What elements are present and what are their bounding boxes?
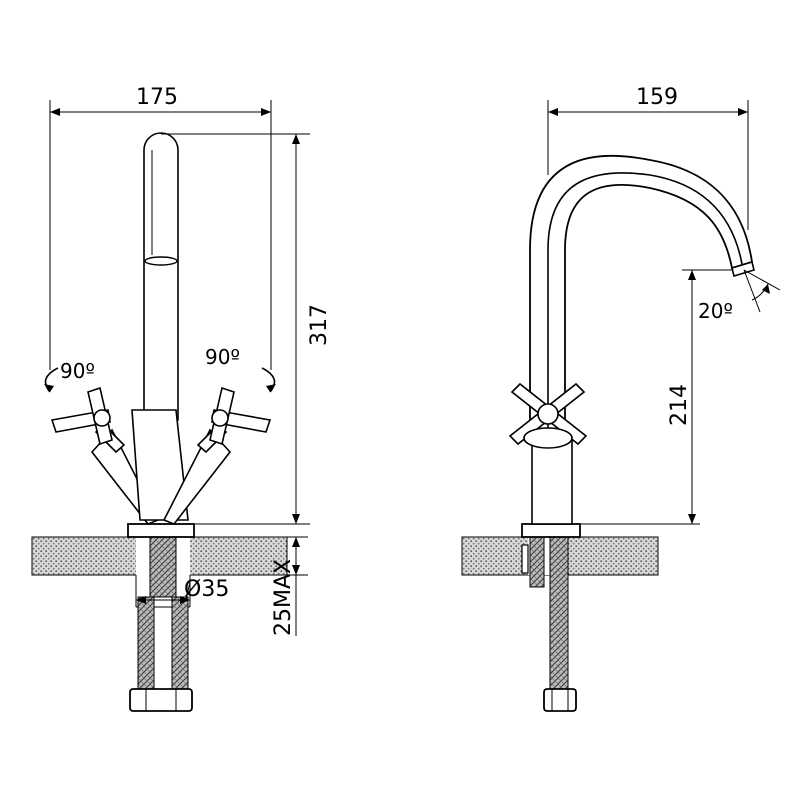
- spout-angle-label: 20º: [698, 299, 733, 323]
- spout-outlet: [731, 260, 755, 278]
- spout-angle-dimension: [743, 269, 781, 313]
- deck-dimension: [287, 536, 308, 636]
- width-dimension: [49, 100, 272, 370]
- reach-label: 159: [636, 85, 678, 110]
- side-hose-nut: [543, 688, 577, 712]
- hole-dimension: [136, 581, 191, 604]
- valve-column-side: [531, 439, 573, 525]
- hose-nut: [129, 688, 193, 712]
- deck-label: 25MAX: [271, 559, 296, 636]
- supply-hose-left: [137, 596, 155, 690]
- side-cross-handle[interactable]: [508, 382, 588, 449]
- side-shank: [529, 536, 545, 588]
- hole-label: Ø35: [184, 577, 229, 602]
- height-dimension: [161, 133, 310, 525]
- height-label: 317: [307, 304, 332, 346]
- side-supply-hose: [549, 536, 569, 690]
- side-view: 159 214 20º: [461, 85, 781, 712]
- right-rotation-label: 90º: [205, 345, 240, 369]
- spout-height-dimension: [580, 269, 732, 525]
- left-rotation-label: 90º: [60, 359, 95, 383]
- front-view: 90º 90º 175 317 25MAX: [31, 85, 332, 712]
- left-cross-handle[interactable]: [50, 386, 126, 454]
- supply-hose-right: [171, 596, 189, 690]
- faucet-base-front: [127, 523, 195, 538]
- right-cross-handle[interactable]: [196, 386, 272, 454]
- reach-dimension: [547, 100, 749, 230]
- faucet-base-side: [521, 523, 581, 538]
- spout-column-front: [143, 132, 179, 421]
- mounting-shank: [149, 536, 177, 598]
- width-label: 175: [136, 85, 178, 110]
- spout-height-label: 214: [667, 384, 692, 426]
